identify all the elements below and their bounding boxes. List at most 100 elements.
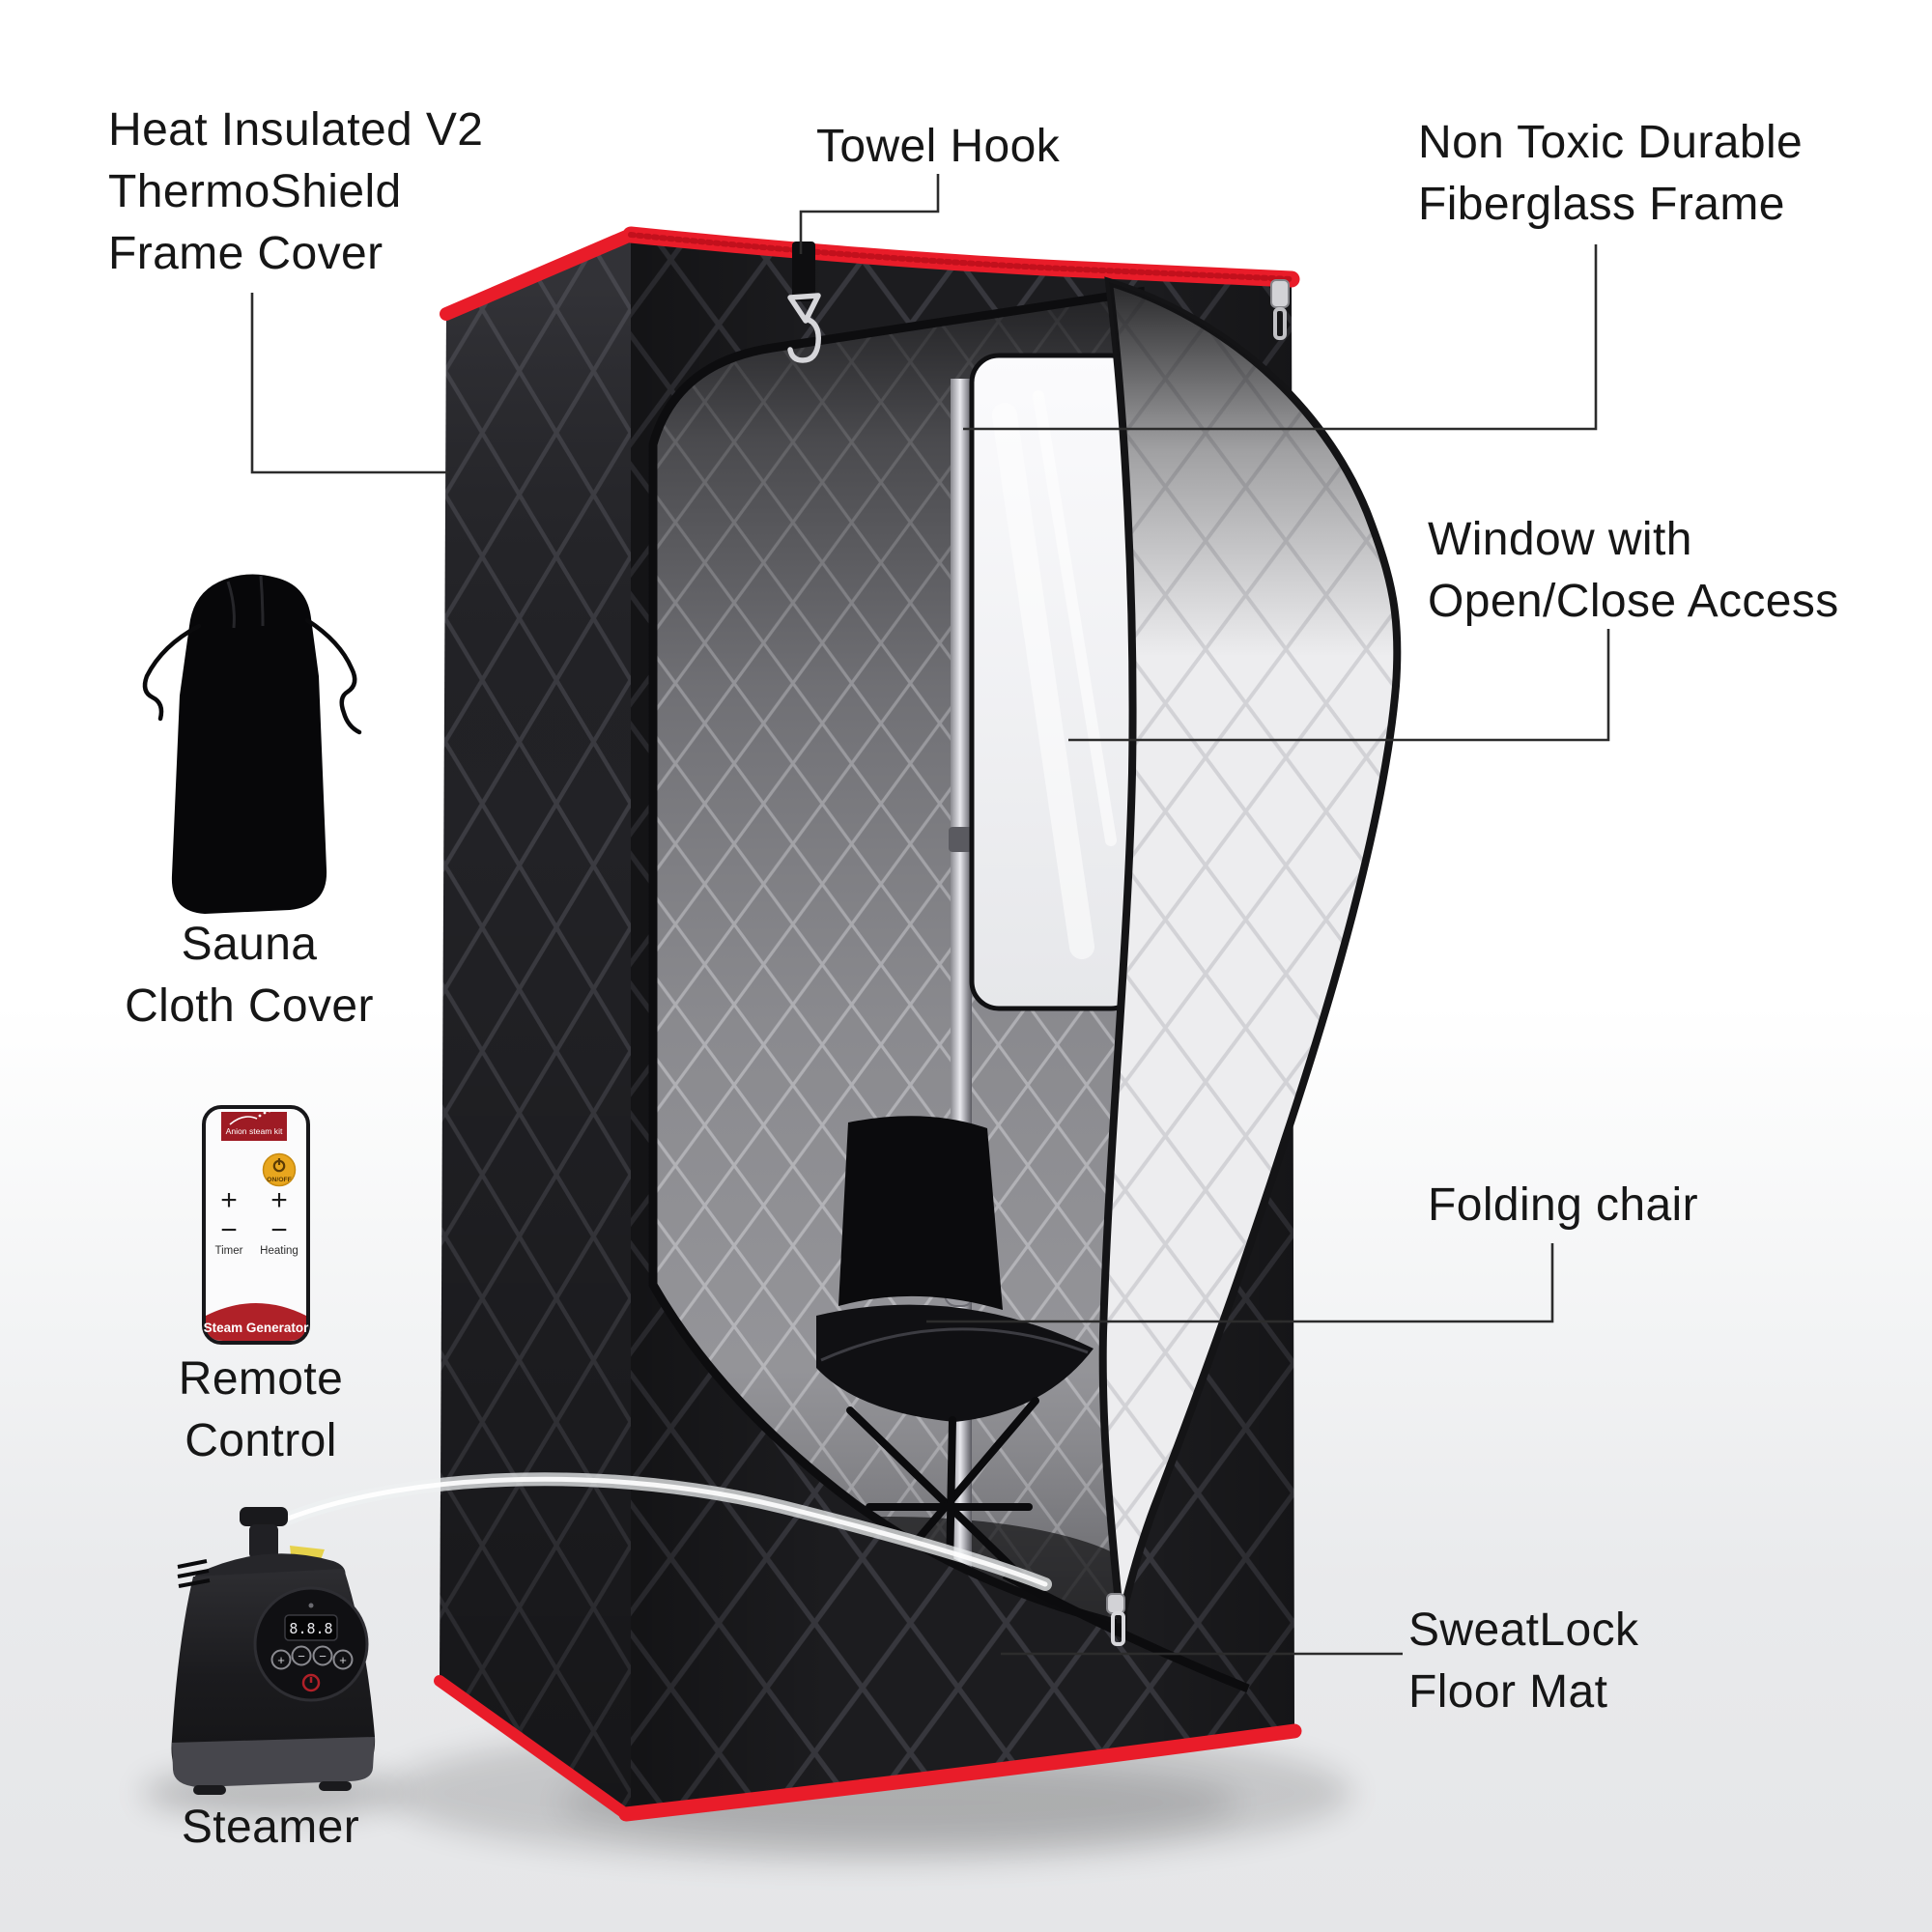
callout-line: Fiberglass Frame <box>1418 179 1785 230</box>
label-line: Sauna <box>181 919 318 970</box>
pouch-body <box>171 574 327 914</box>
steamer-minus-right-glyph: − <box>319 1649 327 1663</box>
steamer-foot <box>193 1785 226 1795</box>
window-shine-2 <box>1033 390 1117 846</box>
label-remote-control: Remote Control <box>97 1349 425 1472</box>
steamer-base <box>172 1737 375 1787</box>
display-digits: 8.8.8 <box>289 1620 332 1637</box>
heating-label: Heating <box>260 1245 298 1257</box>
steam-swoosh-icon <box>229 1116 258 1125</box>
sauna-tent <box>434 226 1402 1822</box>
callout-line: ThermoShield <box>108 166 402 217</box>
label-steamer: Steamer <box>106 1797 435 1859</box>
pole-joint <box>949 827 974 852</box>
steamer-minus-right <box>312 1645 333 1666</box>
heating-plus-button: + <box>270 1184 288 1216</box>
steamer-plus-left <box>270 1649 292 1670</box>
callout-fiberglass-frame: Non Toxic Durable Fiberglass Frame <box>1418 112 1803 236</box>
zipper-bottom <box>1106 1593 1125 1646</box>
timer-label: Timer <box>215 1245 243 1257</box>
steam-hose <box>281 1472 1052 1591</box>
remote-footer-text: Steam Generator <box>204 1321 310 1335</box>
timer-minus-button: − <box>220 1214 238 1246</box>
tent-left-shading <box>440 235 631 1813</box>
remote-brand-text: Anion steam kit <box>226 1126 283 1136</box>
steam-dot <box>268 1109 271 1113</box>
steamer-buttons: + − − + <box>270 1645 354 1692</box>
callout-window: Window with Open/Close Access <box>1428 509 1839 633</box>
vent-line <box>178 1578 211 1588</box>
hook-curve <box>787 316 821 363</box>
trim-bottom-front <box>618 1723 1302 1822</box>
callout-frame-cover: Heat Insulated V2 ThermoShield Frame Cov… <box>108 99 483 285</box>
steamer-handle <box>240 1507 288 1526</box>
vent-line <box>177 1569 210 1578</box>
cloth-cover-pouch <box>142 574 362 914</box>
drawstring-left <box>142 623 202 722</box>
towel-hook <box>787 242 821 363</box>
steamer-device: 8.8.8 + − − + <box>171 1507 376 1795</box>
chair-seat-edge <box>820 1327 1089 1362</box>
label-line: Remote <box>178 1353 344 1405</box>
remote-footer-band <box>206 1303 306 1341</box>
steamer-plus-right <box>332 1649 354 1670</box>
remote-header <box>221 1112 287 1141</box>
label-line: Steamer <box>181 1802 360 1853</box>
steamer-minus-left-glyph: − <box>298 1649 305 1663</box>
window-shine <box>992 403 1094 959</box>
callout-line: SweatLock <box>1408 1605 1639 1656</box>
steamer-vents <box>177 1559 211 1588</box>
leader-lines <box>250 174 1610 1656</box>
digital-display <box>284 1614 338 1641</box>
timer-plus-button: + <box>220 1184 238 1216</box>
leader-folding-chair <box>926 1243 1554 1323</box>
steamer-plus-right-glyph: + <box>339 1653 347 1667</box>
flap-top-shading <box>1102 282 1398 1623</box>
callout-line: Window with <box>1428 514 1692 565</box>
steam-dot <box>258 1114 262 1118</box>
leader-window <box>1068 629 1610 742</box>
hook-hinge <box>787 293 821 324</box>
callout-floor-mat: SweatLock Floor Mat <box>1408 1600 1638 1723</box>
callout-line: Frame Cover <box>108 228 384 279</box>
window-panel <box>969 353 1141 1011</box>
remote-control: Anion steam kit ON/OFF + + − − Timer Hea… <box>202 1105 310 1345</box>
callout-line: Floor Mat <box>1408 1666 1608 1718</box>
pouch-folds <box>226 575 265 629</box>
red-trim-group <box>434 226 1302 1822</box>
steamer-plus-left-glyph: + <box>277 1653 285 1667</box>
zipper-pull-bottom <box>1111 1611 1125 1646</box>
callout-line: Towel Hook <box>816 121 1061 172</box>
drawstring-right <box>304 617 362 735</box>
steamer-foot <box>319 1781 352 1791</box>
callout-towel-hook: Towel Hook <box>816 116 1060 178</box>
chair-backrest <box>838 1116 1003 1310</box>
zipper-slider-bottom <box>1106 1593 1125 1614</box>
steamer-minus-left <box>291 1645 312 1666</box>
steamer-power-button <box>301 1673 321 1692</box>
power-label: ON/OFF <box>267 1177 292 1183</box>
zipper-pull-top <box>1273 307 1287 340</box>
label-line: Control <box>185 1415 337 1466</box>
trim-top-stitching <box>628 232 1294 282</box>
callout-line: Open/Close Access <box>1428 576 1839 627</box>
label-line: Cloth Cover <box>125 980 374 1032</box>
steamer-control-panel <box>253 1586 369 1702</box>
steam-dot <box>263 1111 267 1115</box>
steamer-spout <box>249 1524 278 1559</box>
leader-towel-hook <box>799 174 940 254</box>
heating-minus-button: − <box>270 1214 288 1246</box>
callout-line: Non Toxic Durable <box>1418 117 1804 168</box>
callout-folding-chair: Folding chair <box>1428 1175 1698 1236</box>
trim-top-left <box>440 228 638 321</box>
leader-fiberglass-frame <box>963 244 1598 431</box>
panel-led <box>308 1603 314 1608</box>
callout-line: Heat Insulated V2 <box>108 104 484 156</box>
hook-strap <box>792 242 815 301</box>
door-flap <box>1098 276 1402 1624</box>
zipper-tape-bottom <box>1002 1571 1250 1693</box>
callout-line: Folding chair <box>1428 1179 1699 1231</box>
power-button <box>262 1152 297 1187</box>
leader-frame-cover <box>250 293 449 474</box>
